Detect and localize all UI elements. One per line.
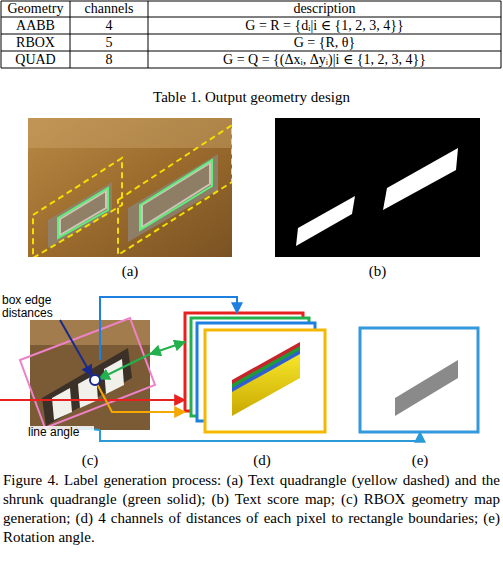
score-map [275, 118, 480, 257]
distance-line [95, 380, 150, 412]
table-header: channels [70, 1, 148, 17]
panel-label: (a) [28, 263, 232, 280]
letter-stroke [104, 359, 124, 394]
table-caption: Table 1. Output geometry design [0, 88, 503, 106]
photo-panel [28, 118, 232, 257]
shrunk-quadrangle [58, 188, 108, 238]
connector-arrow [150, 411, 185, 413]
table-cell: G = {R, θ} [148, 35, 501, 51]
shrunk-quadrangle [140, 160, 212, 230]
text-quadrangle [33, 158, 122, 257]
figure-panel: (a) [28, 118, 232, 257]
connector-arrow [150, 399, 185, 401]
panel-label: (d) [192, 452, 332, 469]
table-cell: 8 [70, 52, 148, 68]
table-rule [501, 1, 502, 68]
table-grid [1, 1, 501, 68]
sign-stroke [142, 163, 210, 227]
callout-label: box edge distances [2, 294, 68, 320]
panel-label: (e) [361, 452, 479, 469]
figure-caption: Figure 4. Label generation process: (a) … [3, 471, 500, 547]
photo-background [28, 118, 232, 257]
table-cell: AABB [1, 18, 70, 34]
distance-line [0, 399, 150, 401]
angle-map [360, 328, 478, 432]
table-cell: G = R = {dᵢ|i ∈ {1, 2, 3, 4}} [148, 18, 501, 34]
table-cell: QUAD [1, 52, 70, 68]
panel-label: (b) [275, 263, 480, 280]
connector-arrow [100, 297, 237, 320]
score-region [383, 148, 458, 210]
distance-line [99, 354, 150, 379]
table-rule [1, 51, 501, 52]
score-region [296, 196, 355, 246]
table-cell: RBOX [1, 35, 70, 51]
panel-label: (c) [30, 452, 150, 469]
text-quadrangle [118, 125, 232, 255]
photo-panel [30, 320, 150, 430]
photo-highlight [28, 118, 232, 148]
figure-panel: (e) [360, 328, 478, 432]
figure-panel: (c) [30, 320, 150, 430]
table-rule [1, 68, 501, 69]
table-cell: 5 [70, 35, 148, 51]
channel-frame [205, 330, 325, 432]
rotated-rectangle [20, 318, 155, 428]
photo-background [30, 320, 150, 430]
table-cell: G = Q = {(Δxᵢ, Δyᵢ)|i ∈ {1, 2, 3, 4}} [148, 52, 501, 68]
sign-panel [128, 154, 218, 242]
leader-line [60, 320, 92, 376]
connector-arrow [150, 342, 185, 354]
table-cell: 4 [70, 18, 148, 34]
table-rule [70, 1, 71, 68]
pixel-marker [90, 375, 100, 385]
table-rule [1, 1, 501, 2]
distance-line [99, 320, 101, 360]
table-rule [148, 1, 149, 68]
angle-region [395, 360, 458, 416]
letter-stroke [52, 388, 72, 420]
text-band [42, 348, 132, 426]
channel-slab [232, 354, 300, 416]
connector-arrow [100, 430, 420, 441]
sign-panel [48, 182, 112, 248]
table-rule [1, 17, 501, 18]
figure-panel: (d) [185, 313, 325, 432]
table-header: Geometry [1, 1, 70, 17]
callout-label: line angle [28, 426, 94, 439]
table-rule [1, 34, 501, 35]
figure-panel: (b) [275, 118, 480, 257]
table-header: description [148, 1, 501, 17]
table-rule [1, 1, 2, 68]
